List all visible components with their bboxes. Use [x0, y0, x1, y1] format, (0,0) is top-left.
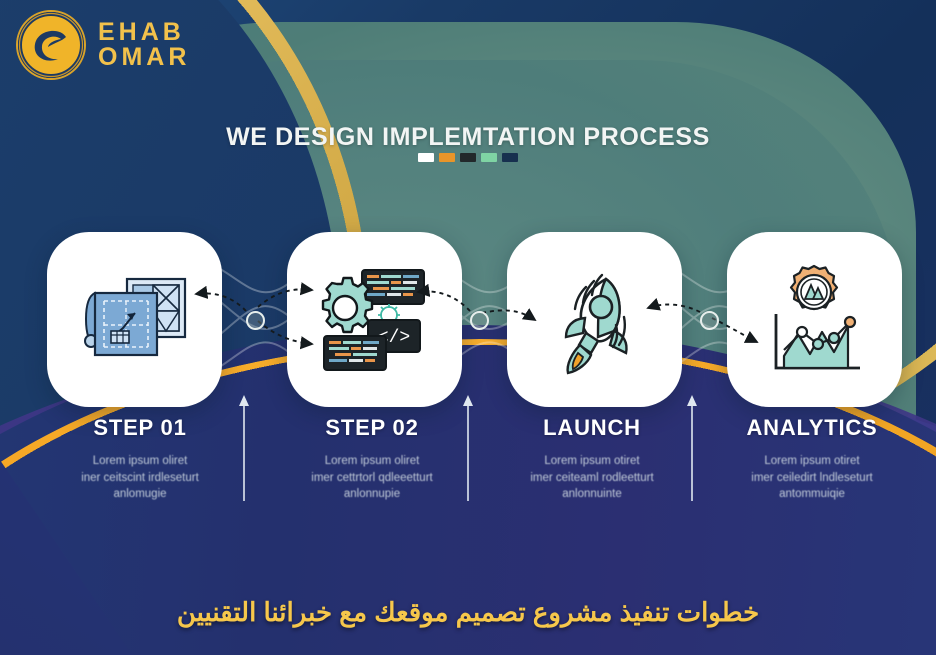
connector-node-1 [246, 311, 265, 330]
analytics-chart-gear-icon [774, 264, 860, 369]
step-title: ANALYTICS [746, 415, 878, 440]
step-caption-analytics: ANALYTICS Lorem ipsum otiret imer ceiled… [697, 415, 927, 503]
step-desc-line-2: imer ceiledirt lndleseturt [751, 471, 873, 484]
step-caption-launch: LAUNCH Lorem ipsum otiret imer ceiteaml … [477, 415, 707, 503]
connector-node-3 [700, 311, 719, 330]
step-title: LAUNCH [543, 415, 641, 440]
arrow-up-icon-3 [687, 395, 697, 501]
step-desc-line-2: imer ceiteaml rodleetturt [530, 471, 654, 484]
process-card-row: </> [0, 232, 936, 407]
process-card-step-02[interactable]: </> [287, 232, 462, 407]
dash-mint [481, 153, 497, 162]
brand-logo: EHAB OMAR [18, 12, 190, 78]
dash-navy [502, 153, 518, 162]
step-desc-line-2: iner ceitscint irdleseturt [81, 471, 199, 484]
rocket-launch-icon [564, 273, 628, 374]
brand-line-2: OMAR [98, 43, 191, 71]
process-card-analytics[interactable] [727, 232, 902, 407]
arabic-caption: خطوات تنفيذ مشروع تصميم موقعك مع خبرائنا… [176, 597, 760, 627]
step-desc-line-1: Lorem ipsum otiret [764, 455, 860, 467]
code-gear-development-icon: </> [321, 269, 425, 371]
step-desc-line-1: Lorem ipsum oliret [324, 455, 420, 467]
arrow-up-icon-1 [239, 395, 249, 501]
brand-wordmark: EHAB OMAR [98, 17, 191, 71]
process-card-launch[interactable] [507, 232, 682, 407]
step-caption-step-01: STEP 01 Lorem ipsum oliret iner ceitscin… [25, 415, 255, 503]
step-desc-line-2: imer cettrtorl qdleeetturt [311, 471, 433, 484]
page-title: WE DESIGN IMPLEMTATION PROCESS [226, 123, 710, 151]
step-description: Lorem ipsum otiret imer ceiledirt lndles… [697, 453, 927, 503]
step-caption-step-02: STEP 02 Lorem ipsum oliret imer cettrtor… [257, 415, 487, 503]
arrow-up-icon-2 [463, 395, 473, 501]
connector-node-2 [470, 311, 489, 330]
step-desc-line-3: anlomugie [113, 488, 167, 501]
step-description: Lorem ipsum otiret imer ceiteaml rodleet… [477, 453, 707, 503]
step-desc-line-3: antommuiqie [779, 488, 845, 501]
step-title: STEP 01 [93, 415, 187, 440]
step-desc-line-1: Lorem ipsum oliret [92, 455, 188, 467]
step-title: STEP 02 [325, 415, 419, 440]
dash-white [418, 153, 434, 162]
dash-orange [439, 153, 455, 162]
step-description: Lorem ipsum oliret iner ceitscint irdles… [25, 453, 255, 503]
step-desc-line-3: anlonnuinte [562, 488, 622, 501]
step-description: Lorem ipsum oliret imer cettrtorl qdleee… [257, 453, 487, 503]
title-dash-row [0, 153, 936, 162]
dash-dark [460, 153, 476, 162]
process-card-step-01[interactable] [47, 232, 222, 407]
ehab-omar-logo-icon [18, 12, 84, 78]
step-desc-line-3: anlonnupie [343, 488, 401, 501]
step-desc-line-1: Lorem ipsum otiret [544, 455, 640, 467]
blueprint-wireframe-icon [83, 277, 186, 356]
brand-line-1: EHAB [98, 17, 185, 46]
